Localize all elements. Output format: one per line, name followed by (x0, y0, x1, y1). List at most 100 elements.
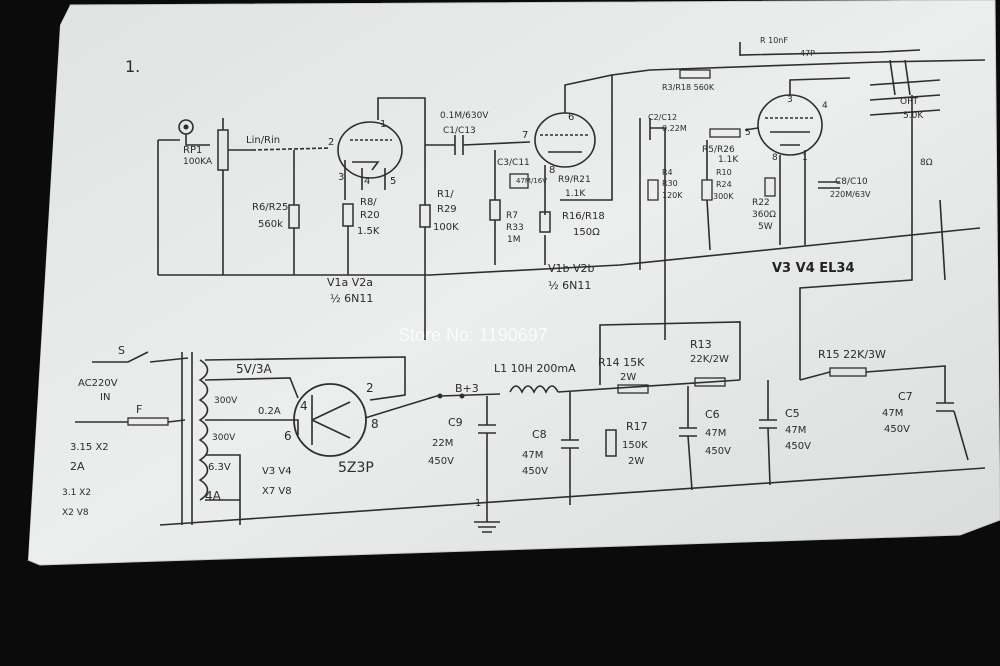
tube-v1a (337, 97, 426, 205)
c3-label: C3/C11 (497, 158, 530, 168)
r10-label: R10 (716, 168, 732, 177)
c8-label: C8 (532, 428, 547, 441)
r14-watt: 2W (620, 372, 636, 383)
r29-label: R29 (437, 204, 457, 215)
v1-pin1: 1 (380, 119, 386, 130)
c7-label: C7 (898, 390, 913, 403)
ac-in-label: AC220V (78, 378, 118, 389)
c1-value: 0.1M/630V (440, 111, 489, 121)
ot-value: 5.0K (903, 111, 924, 121)
r20-label: R20 (360, 210, 380, 221)
el34-pin5: 5 (745, 128, 751, 138)
v1-pin4: 4 (364, 176, 370, 187)
r17-value: 150K (622, 440, 648, 451)
r15-label: R15 22K/3W (818, 348, 886, 361)
r5-label: R5/R26 (702, 145, 735, 155)
winding-02a: 0.2A (258, 406, 281, 417)
r8-value: 1.5K (357, 226, 380, 237)
coupling-pin7: 7 (522, 130, 528, 141)
c9-volt: 450V (428, 456, 454, 467)
r13-value: 22K/2W (690, 354, 729, 365)
output-transformer (799, 59, 946, 380)
r7-label: R7 (506, 211, 518, 221)
r9-label: R9/R21 (558, 175, 591, 185)
input-pot-label: RP1 (183, 145, 202, 156)
rect-pin6: 6 (284, 429, 292, 443)
r8-label: R8/ (360, 197, 377, 208)
rectifier-5z3p (293, 383, 441, 457)
c3-value: 47M/16V (516, 177, 547, 185)
c2-label: C2/C12 (648, 113, 677, 122)
rect-pin8: 8 (371, 417, 379, 431)
c8-out-value: 220M/63V (830, 190, 871, 199)
el34-pin1: 1 (802, 153, 808, 163)
r24-label: R24 (716, 180, 732, 189)
r6-label: R6/R25 (252, 202, 288, 213)
r7-value: 1M (507, 235, 521, 245)
v1-pin3: 3 (338, 172, 344, 183)
c5-value: 47M (785, 425, 806, 436)
r14-label: R14 15K (598, 356, 645, 369)
winding-5v: 5V/3A (236, 362, 273, 376)
c1-label: C1/C13 (443, 126, 476, 136)
r30-label: R30 (662, 179, 678, 188)
c8-out-label: C8/C10 (835, 177, 868, 187)
winding-63v: 6.3V (208, 462, 231, 473)
choke-label: L1 10H 200mA (494, 362, 576, 375)
c6-label: C6 (705, 408, 720, 421)
c2-value: 0.22M (662, 124, 687, 133)
rect-pin2: 2 (366, 381, 374, 395)
heater-label: V3 V4 (262, 466, 292, 477)
c9-value: 22M (432, 438, 453, 449)
r10-value: 300K (713, 192, 734, 201)
el34-pin3: 3 (787, 95, 793, 105)
r33-label: R33 (506, 223, 524, 233)
r1-label: R1/ (437, 189, 454, 200)
winding-300a: 300V (214, 396, 238, 406)
preamp-section: RP1 100KA Lin/Rin 2 R6/R25 560k 1 3 4 5 … (157, 74, 981, 340)
input-pot-value: 100KA (183, 157, 213, 167)
c5-label: C5 (785, 407, 800, 420)
note2: X2 V8 (62, 508, 89, 518)
c6-value: 47M (705, 428, 726, 439)
power-supply: S AC220V IN F 3.15 X2 2A 3.1 X2 X2 V8 5V… (62, 321, 986, 533)
heater-label2: X7 V8 (262, 486, 292, 497)
ot-tap-8: 8Ω (920, 158, 933, 168)
v1-pin5: 5 (390, 176, 396, 187)
power-transformer (159, 352, 986, 526)
v1b-label: V1b V2b (548, 262, 595, 275)
r13-label: R13 (690, 338, 712, 351)
input-channel-label: Lin/Rin (246, 135, 280, 146)
ot-label: OPT (900, 97, 919, 107)
c7-value: 47M (882, 408, 903, 419)
switch-label: S (118, 344, 125, 357)
r6-value: 560k (258, 219, 283, 230)
fuse-rating2: 2A (70, 460, 85, 473)
r17-label: R17 (626, 420, 648, 433)
output-section: R3/R18 560K R 10nF 47P C2/C12 0.22M R5/R… (611, 36, 986, 380)
paper-sheet (27, 0, 1000, 566)
r4-label: R4 (662, 168, 673, 177)
fuse-label: F (136, 403, 142, 416)
v1b-pin6: 6 (568, 112, 574, 123)
r22-label: R22 (752, 198, 770, 208)
v1b-type: ½ 6N11 (548, 279, 591, 292)
c6-volt: 450V (705, 446, 731, 457)
ac-in2-label: IN (100, 392, 110, 403)
ground-pin1: 1 (475, 498, 481, 509)
el34-pin8: 8 (772, 153, 778, 163)
r9-value: 1.1K (565, 189, 586, 199)
r16-value: 150Ω (573, 227, 600, 238)
c8-value: 47M (522, 450, 543, 461)
c8-volt: 450V (522, 466, 548, 477)
v1a-label: V1a V2a (327, 276, 373, 289)
store-watermark: Store No: 1190697 (398, 325, 548, 345)
b-plus-label: B+3 (455, 382, 479, 395)
r17-watt: 2W (628, 456, 644, 467)
el34-label: V3 V4 EL34 (772, 261, 855, 276)
rect-pin4: 4 (300, 399, 308, 413)
v1b-pin8: 8 (549, 165, 555, 176)
feedback-label: R 10nF (760, 36, 788, 45)
c9-label: C9 (448, 416, 463, 429)
note1: 3.1 X2 (62, 488, 91, 498)
